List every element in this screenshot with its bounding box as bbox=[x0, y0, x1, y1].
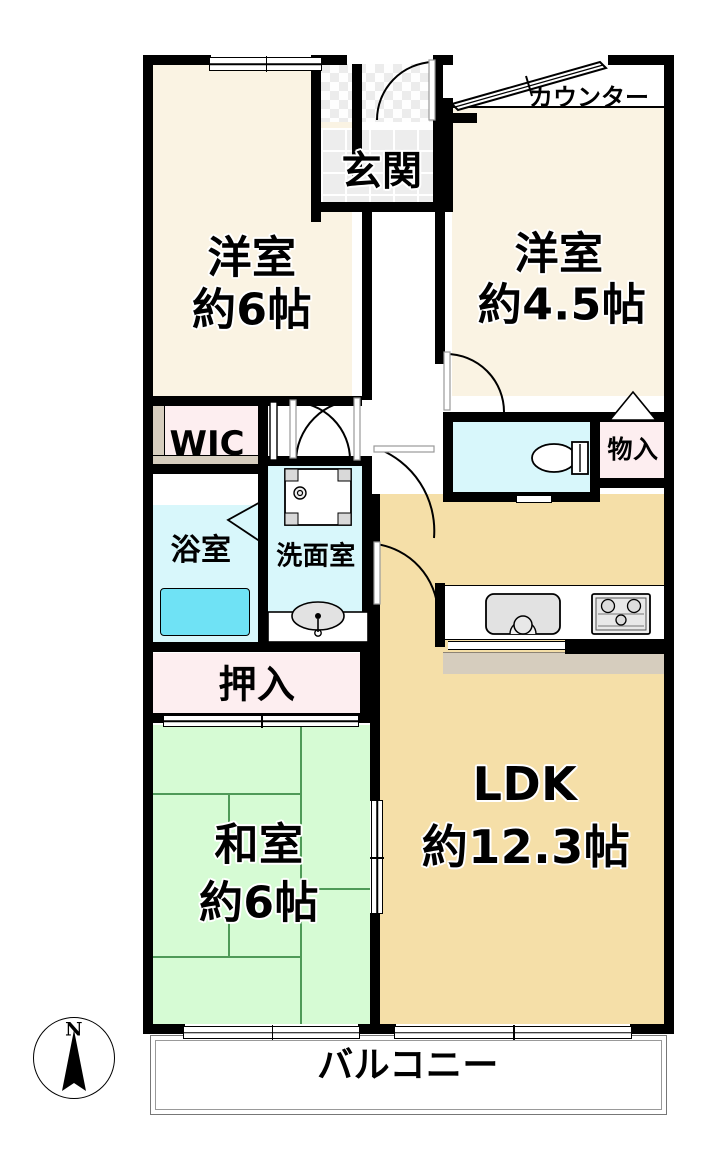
door-toilet-slab bbox=[516, 495, 552, 503]
wall-yoshitsu6-right bbox=[352, 64, 362, 186]
window-washitsu-bottom bbox=[183, 1025, 360, 1040]
counter-divider bbox=[453, 106, 665, 108]
wall-entry-door-jamb bbox=[443, 55, 453, 65]
tatami-joint-h1 bbox=[152, 793, 300, 795]
door-hallway-to-ldk bbox=[373, 445, 436, 539]
wall-washitsu-right-lower bbox=[370, 913, 380, 1034]
gas-stove bbox=[591, 593, 651, 635]
wall-genkan-divider bbox=[433, 113, 477, 123]
label-washroom: 洗面室 bbox=[276, 541, 356, 572]
door-washroom bbox=[289, 399, 351, 461]
wall-wic-bottom bbox=[143, 464, 268, 474]
wash-basin bbox=[267, 601, 369, 643]
wall-top-mid bbox=[321, 55, 347, 65]
compass: N bbox=[33, 1017, 115, 1099]
wall-oshiire-right bbox=[360, 652, 370, 723]
wall-washroom-right bbox=[362, 456, 372, 652]
room-fill-ldk bbox=[380, 494, 665, 1024]
wall-toilet-right bbox=[590, 422, 600, 502]
wall-yoshitsu6-bottom bbox=[143, 396, 362, 406]
room-fill-genkan bbox=[321, 128, 443, 212]
door-ldk-entry bbox=[373, 541, 439, 613]
label-washitsu-size: 約6帖 bbox=[198, 877, 320, 929]
kitchen-counter-sill bbox=[443, 652, 665, 674]
label-monoire: 物入 bbox=[607, 435, 659, 464]
wall-washroom-top bbox=[258, 456, 372, 466]
wall-left-outer bbox=[143, 55, 153, 1034]
wall-hall-right bbox=[435, 212, 445, 364]
door-bathroom bbox=[226, 499, 265, 545]
wall-yoshitsu45-left bbox=[443, 98, 453, 212]
washing-machine bbox=[284, 468, 352, 526]
room-fill-washitsu bbox=[152, 725, 370, 1024]
compass-needle bbox=[62, 1030, 86, 1091]
wall-bathblock-bottom bbox=[143, 642, 370, 652]
counter-diagonal-sash bbox=[450, 60, 608, 112]
wall-wic-right bbox=[258, 404, 268, 474]
door-monoire bbox=[608, 390, 658, 421]
wall-kitchen-left-stub bbox=[435, 583, 445, 647]
wall-bottom-right bbox=[630, 1024, 674, 1034]
wall-kitchen-bottom-right bbox=[565, 640, 665, 654]
wall-top-left bbox=[143, 55, 211, 65]
wic-shelf-bottom bbox=[152, 455, 264, 466]
label-genkan: 玄関 bbox=[341, 148, 423, 195]
wall-bath-right bbox=[258, 474, 268, 652]
balcony-inner-edge bbox=[155, 1040, 662, 1110]
window-washitsu-right bbox=[370, 800, 384, 914]
label-yoshitsu6-name: 洋室 bbox=[207, 232, 297, 284]
tatami-joint-h2 bbox=[152, 956, 300, 958]
wall-toilet-bottom bbox=[443, 492, 503, 502]
room-fill-genkan-upper bbox=[321, 64, 443, 122]
label-ldk-name: LDK bbox=[472, 757, 578, 812]
label-counter: カウンター bbox=[529, 83, 649, 112]
wall-genkan-right-lower bbox=[433, 122, 443, 212]
kitchen-sink bbox=[485, 593, 561, 635]
kitchen-front-edge bbox=[448, 641, 581, 650]
wall-monoire-bottom bbox=[600, 478, 674, 488]
label-ldk-size: 約12.3帖 bbox=[421, 820, 631, 875]
label-balcony: バルコニー bbox=[317, 1044, 499, 1086]
wall-yoshitsu45-bottom bbox=[443, 412, 665, 422]
door-yoshitsu45 bbox=[443, 351, 505, 413]
label-yoshitsu45-name: 洋室 bbox=[514, 228, 604, 280]
label-bathroom: 浴室 bbox=[170, 533, 232, 569]
label-yoshitsu6-size: 約6帖 bbox=[191, 284, 313, 336]
door-wic bbox=[269, 401, 278, 461]
label-yoshitsu45-size: 約4.5帖 bbox=[477, 279, 647, 331]
hallway bbox=[372, 212, 435, 550]
wall-toilet-left bbox=[443, 412, 453, 502]
wall-washitsu-right-upper bbox=[370, 713, 380, 801]
tatami-joint-h4 bbox=[228, 922, 230, 956]
wall-genkan-right-upper bbox=[433, 55, 443, 122]
label-oshiire: 押入 bbox=[218, 662, 296, 707]
compass-north-letter: N bbox=[65, 1018, 83, 1041]
window-yoshitsu6-top bbox=[209, 56, 322, 72]
tatami-joint-v bbox=[300, 725, 302, 1024]
wall-hall-left-upper bbox=[362, 212, 372, 400]
bathtub bbox=[160, 588, 250, 636]
wall-genkan-left bbox=[311, 55, 321, 222]
room-fill-oshiire bbox=[152, 653, 370, 715]
room-fill-monoire bbox=[600, 418, 665, 480]
room-fill-yoshitsu-45 bbox=[452, 108, 665, 396]
window-ldk-bottom bbox=[394, 1025, 632, 1040]
window-oshiire-door bbox=[163, 714, 359, 728]
toilet bbox=[531, 441, 589, 475]
wall-bottom-left bbox=[143, 1024, 185, 1034]
wall-top-right bbox=[608, 55, 674, 65]
wall-ldk-left-mid bbox=[370, 652, 380, 714]
wic-shelf bbox=[152, 404, 165, 466]
wall-right-outer bbox=[664, 55, 674, 1034]
label-washitsu-name: 和室 bbox=[214, 819, 304, 871]
wall-genkan-bottom bbox=[311, 202, 443, 212]
door-yoshitsu6 bbox=[295, 397, 361, 463]
tatami-joint-h3 bbox=[228, 793, 230, 827]
label-wic: WIC bbox=[169, 423, 245, 464]
door-entrance bbox=[376, 59, 436, 121]
tatami-joint-h5 bbox=[300, 888, 370, 890]
